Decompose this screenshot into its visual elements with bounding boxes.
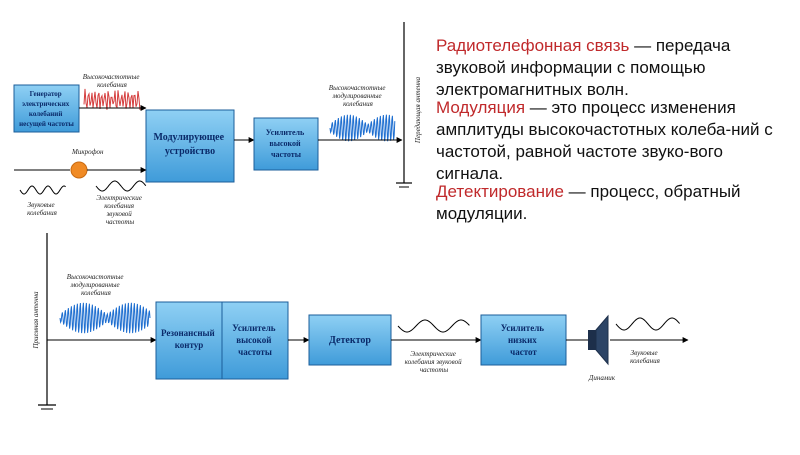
hf-oscillations-label: Высокочастотные колебания: [83, 73, 141, 89]
tx-hf-amplifier-label: Усилитель высокой частоты: [266, 128, 306, 159]
generator-block: [13, 84, 80, 133]
tx-hf-amplifier-block: [253, 117, 319, 171]
detection-term: Детектирование: [436, 182, 564, 201]
rx-hf-amplifier-label: Усилитель высокой частоты: [232, 323, 278, 357]
speaker-icon: [588, 314, 609, 366]
modulation-definition: Модуляция — это процесс изменения амплит…: [436, 97, 776, 185]
sound-vibrations-label: Звуковые колебания: [27, 201, 57, 217]
hf-carrier-wave: [83, 88, 141, 110]
rx-sound-label: Звуковые колебания: [630, 349, 660, 365]
detection-def: — процесс, обратный модуляции.: [436, 182, 741, 223]
tx-antenna-label: Передающая антенна: [414, 76, 422, 144]
tx-modulated-hf-label: Высокочастотные модулированные колебания: [329, 84, 387, 108]
resonant-circuit-block: [155, 301, 223, 380]
modulator-block: [145, 109, 235, 183]
generator-label: Генератор электрических колебаний несуще…: [19, 90, 74, 128]
speaker-label: Динамик: [588, 374, 616, 382]
detector-label: Детектор: [329, 335, 371, 346]
rx-audio-label: Электрические колебания звуковой частоты: [405, 350, 464, 374]
radio-term: Радиотелефонная связь: [436, 36, 630, 55]
rx-hf-amplifier-block: [221, 301, 289, 380]
radio-definition: Радиотелефонная связь — передача звуково…: [436, 35, 776, 101]
lf-amplifier-label: Усилитель низких частот: [501, 323, 547, 357]
detector-block: [308, 314, 392, 366]
modulation-def: — это процесс изменения амплитуды высоко…: [436, 98, 773, 183]
microphone-icon: [70, 161, 88, 179]
radio-def: — передача звуковой информации с помощью…: [436, 36, 731, 99]
rx-sound-wave: [615, 317, 680, 331]
audio-signal-label: Электрические колебания звуковой частоты: [96, 194, 143, 226]
resonant-circuit-label: Резонансный контур: [161, 328, 217, 350]
sound-wave: [19, 185, 66, 195]
rx-modulated-hf-label: Высокочастотные модулированные колебания: [67, 273, 125, 297]
rx-audio-wave: [397, 319, 470, 333]
definitions-panel: Радиотелефонная связь — передача звуково…: [436, 35, 776, 225]
detection-definition: Детектирование — процесс, обратный модул…: [436, 181, 776, 225]
audio-signal-wave: [95, 180, 147, 192]
tx-modulated-wave: [329, 114, 396, 142]
modulator-label: Модулирующее устройство: [153, 132, 226, 157]
rx-antenna-label: Приемная антенна: [32, 291, 40, 350]
modulation-term: Модуляция: [436, 98, 526, 117]
rx-modulated-wave: [59, 302, 151, 334]
microphone-label: Микрофон: [71, 148, 104, 156]
